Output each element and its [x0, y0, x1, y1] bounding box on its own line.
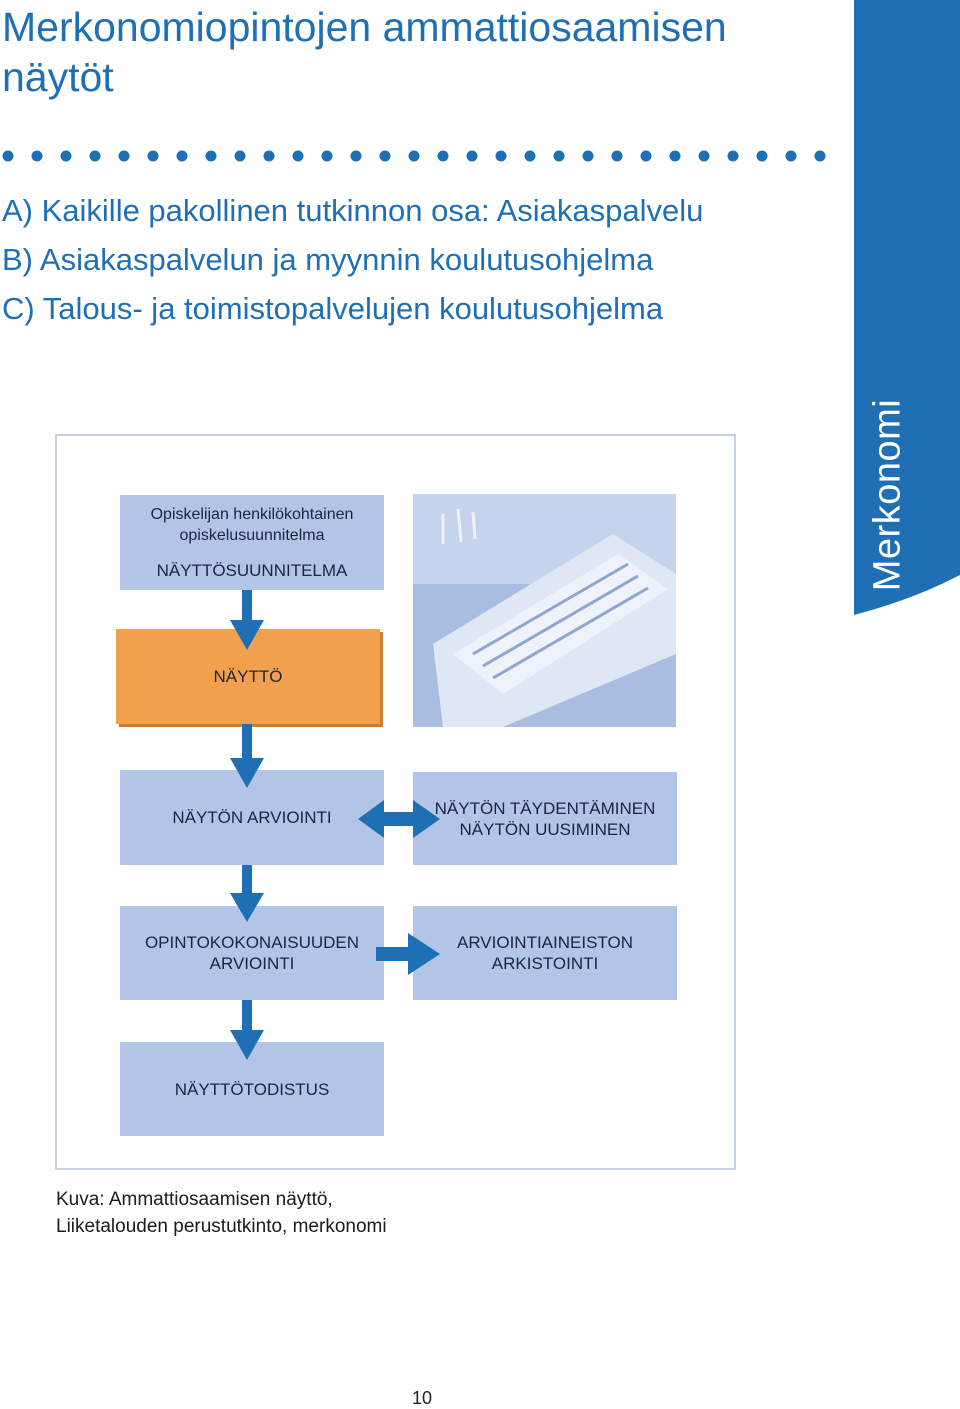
evaluation-label: NÄYTÖN ARVIOINTI [172, 808, 332, 827]
list-item: A) Kaikille pakollinen tutkinnon osa: As… [2, 193, 704, 228]
plan-box: Opiskelijan henkilökohtainen opiskelusuu… [120, 495, 384, 590]
page-number: 10 [411, 1388, 433, 1408]
keyboard-photo [413, 494, 676, 727]
page-title-line1: Merkonomiopintojen ammattiosaamisen [2, 4, 727, 50]
module-evaluation-line2: ARVIOINTI [209, 954, 295, 973]
plan-line3: NÄYTTÖSUUNNITELMA [156, 561, 348, 580]
page-title: Merkonomiopintojen ammattiosaamisen näyt… [2, 2, 842, 102]
archiving-line1: ARVIOINTIAINEISTON [456, 933, 634, 952]
plan-line2: opiskelusuunnitelma [179, 527, 325, 544]
sidebar-label-text: Merkonomi [866, 398, 909, 592]
list-item: C) Talous- ja toimistopalvelujen koulutu… [2, 291, 664, 326]
archiving-line2: ARKISTOINTI [491, 954, 599, 973]
caption-line2: Liiketalouden perustutkinto, merkonomi [56, 1216, 387, 1237]
evaluation-box: NÄYTÖN ARVIOINTI [120, 770, 384, 865]
certificate-label: NÄYTTÖTODISTUS [174, 1079, 330, 1099]
page-title-line2: näytöt [2, 54, 114, 100]
certificate-box: NÄYTTÖTODISTUS [120, 1042, 384, 1136]
archiving-box: ARVIOINTIAINEISTON ARKISTOINTI [413, 906, 677, 1000]
caption-line1: Kuva: Ammattiosaamisen näyttö, [56, 1189, 333, 1210]
sidebar-band [854, 0, 960, 615]
figure-caption: Kuva: Ammattiosaamisen näyttö, Liiketalo… [56, 1186, 556, 1240]
demonstration-label: NÄYTTÖ [213, 667, 283, 686]
dotted-divider [2, 150, 826, 162]
program-list: A) Kaikille pakollinen tutkinnon osa: As… [2, 186, 842, 333]
supplement-box: NÄYTÖN TÄYDENTÄMINEN NÄYTÖN UUSIMINEN [413, 772, 677, 865]
demonstration-box: NÄYTTÖ [116, 629, 380, 724]
supplement-line2: NÄYTÖN UUSIMINEN [459, 819, 631, 839]
module-evaluation-box: OPINTOKOKONAISUUDEN ARVIOINTI [120, 906, 384, 1000]
plan-line1: Opiskelijan henkilökohtainen [150, 506, 354, 523]
list-item: B) Asiakaspalvelun ja myynnin koulutusoh… [2, 242, 654, 277]
supplement-line1: NÄYTÖN TÄYDENTÄMINEN [434, 798, 656, 818]
module-evaluation-line1: OPINTOKOKONAISUUDEN [144, 933, 360, 952]
sidebar-label: Merkonomi [858, 398, 918, 592]
